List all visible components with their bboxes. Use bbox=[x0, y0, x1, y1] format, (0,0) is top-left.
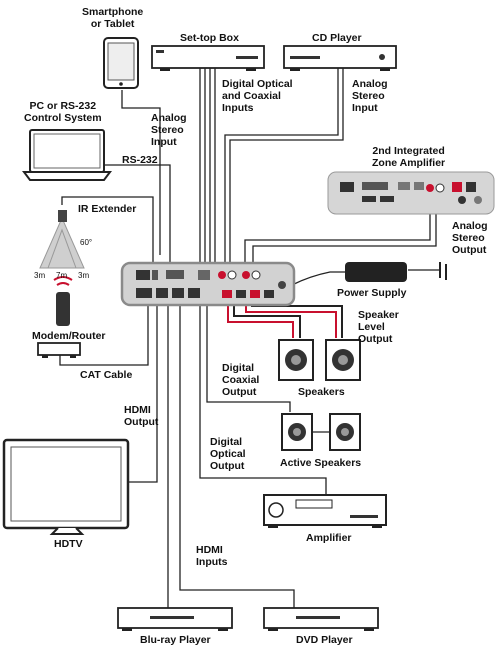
bluray-device bbox=[117, 607, 233, 631]
digital-optical-output-label: Digital Optical Output bbox=[210, 436, 246, 472]
cable-cd-1 bbox=[224, 68, 339, 265]
pc-device bbox=[22, 129, 112, 181]
analog-stereo-input-phone-label: Analog Stereo Input bbox=[151, 112, 187, 148]
bluray-label: Blu-ray Player bbox=[140, 634, 211, 646]
cables bbox=[59, 68, 440, 608]
cable-zone-2 bbox=[252, 210, 437, 265]
power-supply-label: Power Supply bbox=[337, 287, 407, 299]
cable-cat bbox=[59, 305, 149, 366]
cable-coax-out bbox=[206, 305, 291, 412]
rs232-label: RS-232 bbox=[122, 154, 158, 166]
cable-power-dc bbox=[291, 271, 345, 286]
dvd-device bbox=[263, 607, 379, 631]
smartphone-label: Smartphone or Tablet bbox=[82, 6, 144, 30]
cable-cd-2 bbox=[229, 68, 344, 265]
hdtv-label: HDTV bbox=[54, 538, 83, 550]
modem-device bbox=[37, 342, 81, 358]
modem-label: Modem/Router bbox=[32, 330, 106, 342]
cd-player-device bbox=[283, 45, 397, 71]
active-speakers-device bbox=[281, 413, 361, 451]
cable-optical-out bbox=[199, 305, 327, 495]
cable-smartphone bbox=[121, 90, 161, 255]
settop-box-device bbox=[151, 45, 265, 71]
cable-hdmi-out bbox=[127, 305, 158, 483]
digital-optical-coaxial-inputs-label: Digital Optical and Coaxial Inputs bbox=[222, 78, 293, 114]
amplifier-device bbox=[263, 494, 387, 528]
zone-amplifier-device bbox=[327, 171, 495, 215]
hdmi-output-label: HDMI Output bbox=[124, 404, 159, 428]
cable-zone-1 bbox=[244, 210, 431, 265]
cdplayer-label: CD Player bbox=[312, 32, 362, 44]
cable-hdmi-in-2 bbox=[179, 305, 295, 608]
amplifier-label: Amplifier bbox=[306, 532, 352, 544]
settop-label: Set-top Box bbox=[180, 32, 239, 44]
ir-dist-right-label: 3m bbox=[78, 271, 90, 280]
power-supply-device bbox=[345, 262, 447, 282]
cat-cable-label: CAT Cable bbox=[80, 369, 133, 381]
speakers-label: Speakers bbox=[298, 386, 345, 398]
hdtv-device bbox=[2, 438, 130, 535]
pc-label: PC or RS-232 Control System bbox=[24, 100, 102, 124]
hdmi-inputs-label: HDMI Inputs bbox=[196, 544, 228, 568]
ir-dist-center-label: 7m bbox=[56, 271, 68, 280]
ir-dist-left-label: 3m bbox=[34, 271, 46, 280]
zone-amp-label: 2nd Integrated Zone Amplifier bbox=[372, 145, 446, 169]
speakers-device bbox=[278, 339, 361, 381]
speaker-level-output-label: Speaker Level Output bbox=[358, 309, 399, 345]
smartphone-device bbox=[103, 37, 139, 89]
active-speakers-label: Active Speakers bbox=[280, 457, 362, 469]
ir-angle-label: 60° bbox=[80, 238, 93, 247]
switcher-device bbox=[120, 261, 296, 307]
dvd-label: DVD Player bbox=[296, 634, 353, 646]
analog-stereo-output-label: Analog Stereo Output bbox=[452, 220, 488, 256]
cable-ir bbox=[61, 196, 154, 262]
digital-coaxial-output-label: Digital Coaxial Output bbox=[222, 362, 260, 398]
analog-stereo-input-cd-label: Analog Stereo Input bbox=[352, 78, 388, 114]
ir-extender-device bbox=[39, 210, 85, 326]
ir-extender-label: IR Extender bbox=[78, 203, 137, 215]
